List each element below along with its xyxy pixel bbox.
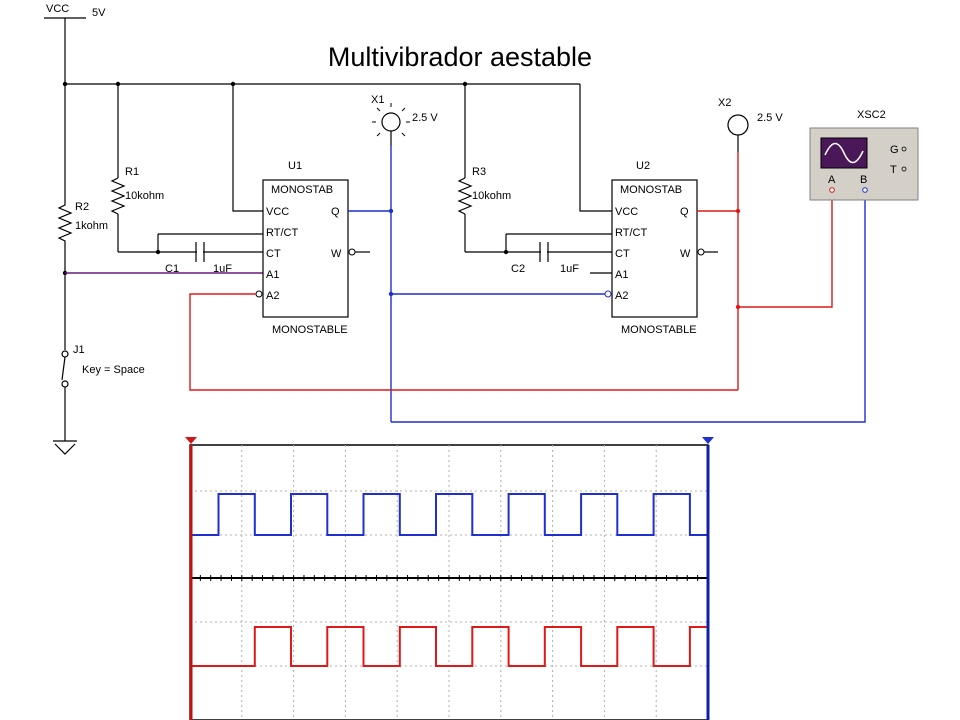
probe-x1: X1 2.5 V bbox=[371, 94, 438, 141]
trace-series bbox=[190, 493, 708, 667]
cursor-1-handle-icon[interactable] bbox=[185, 437, 197, 444]
capacitor-c2: C2 1uF bbox=[511, 242, 579, 275]
u1-pin-w: W bbox=[331, 248, 342, 260]
oscilloscope-xsc2[interactable]: XSC2 G T A B bbox=[809, 109, 919, 201]
r1-ref: R1 bbox=[125, 166, 139, 178]
u1-pin-a2: A2 bbox=[266, 290, 279, 302]
trace-series-a bbox=[190, 626, 708, 667]
xsc2-ref: XSC2 bbox=[857, 109, 886, 121]
monostable-u1[interactable]: U1 MONOSTAB VCC RT/CT CT A1 A2 Q W MONOS… bbox=[262, 160, 349, 336]
trace-grid bbox=[189, 445, 708, 720]
probe-x2: X2 2.5 V bbox=[718, 97, 783, 136]
vcc-voltage: 5V bbox=[92, 7, 106, 19]
u1-footer: MONOSTABLE bbox=[272, 324, 348, 336]
u2-ref: U2 bbox=[636, 160, 650, 172]
u2-pin-vcc: VCC bbox=[615, 206, 638, 218]
x2-ref: X2 bbox=[718, 97, 731, 109]
vcc-supply: VCC 5V bbox=[44, 3, 106, 195]
oscilloscope-trace bbox=[185, 437, 714, 720]
x1-ref: X1 bbox=[371, 94, 384, 106]
c1-value: 1uF bbox=[213, 263, 232, 275]
j1-key: Key = Space bbox=[82, 364, 145, 376]
u1-pin-q: Q bbox=[331, 206, 340, 218]
u2-pin-rtct: RT/CT bbox=[615, 227, 647, 239]
monostable-u2[interactable]: U2 MONOSTAB VCC RT/CT CT A1 A2 Q W MONOS… bbox=[611, 160, 698, 336]
c2-ref: C2 bbox=[511, 263, 525, 275]
vcc-label: VCC bbox=[46, 3, 69, 15]
resistor-r1: R1 10kohm bbox=[110, 84, 164, 252]
c1-ref: C1 bbox=[165, 263, 179, 275]
u2-pin-a2: A2 bbox=[615, 290, 628, 302]
r3-value: 10kohm bbox=[472, 190, 511, 202]
resistor-r2: R2 1kohm bbox=[57, 195, 108, 250]
r2-value: 1kohm bbox=[75, 220, 108, 232]
u2-pin-a1: A1 bbox=[615, 269, 628, 281]
xsc2-t: T bbox=[890, 164, 897, 176]
u2-pin-w: W bbox=[680, 248, 691, 260]
u1-pin-a1: A1 bbox=[266, 269, 279, 281]
u1-ref: U1 bbox=[288, 160, 302, 172]
u2-header: MONOSTAB bbox=[620, 184, 682, 196]
xsc2-g: G bbox=[890, 144, 899, 156]
u2-pin-ct: CT bbox=[615, 248, 630, 260]
u1-pin-ct: CT bbox=[266, 248, 281, 260]
trace-series-b bbox=[190, 493, 708, 536]
j1-ref: J1 bbox=[73, 344, 85, 356]
r3-ref: R3 bbox=[472, 166, 486, 178]
u2-footer: MONOSTABLE bbox=[621, 324, 697, 336]
sine-icon bbox=[824, 142, 864, 164]
x1-voltage: 2.5 V bbox=[412, 112, 438, 124]
u1-pin-rtct: RT/CT bbox=[266, 227, 298, 239]
switch-j1[interactable]: J1 Key = Space bbox=[61, 344, 145, 388]
x2-voltage: 2.5 V bbox=[757, 112, 783, 124]
c2-value: 1uF bbox=[560, 263, 579, 275]
vcc-rail bbox=[62, 81, 580, 87]
u1-header: MONOSTAB bbox=[271, 184, 333, 196]
u2-pin-q: Q bbox=[680, 206, 689, 218]
u1-pin-vcc: VCC bbox=[266, 206, 289, 218]
capacitor-c1: C1 1uF bbox=[165, 242, 232, 275]
r1-value: 10kohm bbox=[125, 190, 164, 202]
resistor-r3: R3 10kohm bbox=[457, 84, 511, 252]
cursor-2-handle-icon[interactable] bbox=[702, 437, 714, 444]
r2-ref: R2 bbox=[75, 201, 89, 213]
page-title: Multivibrador aestable bbox=[328, 42, 592, 72]
ground-symbol bbox=[53, 440, 77, 455]
xsc2-a: A bbox=[828, 174, 836, 186]
xsc2-b: B bbox=[860, 174, 867, 186]
